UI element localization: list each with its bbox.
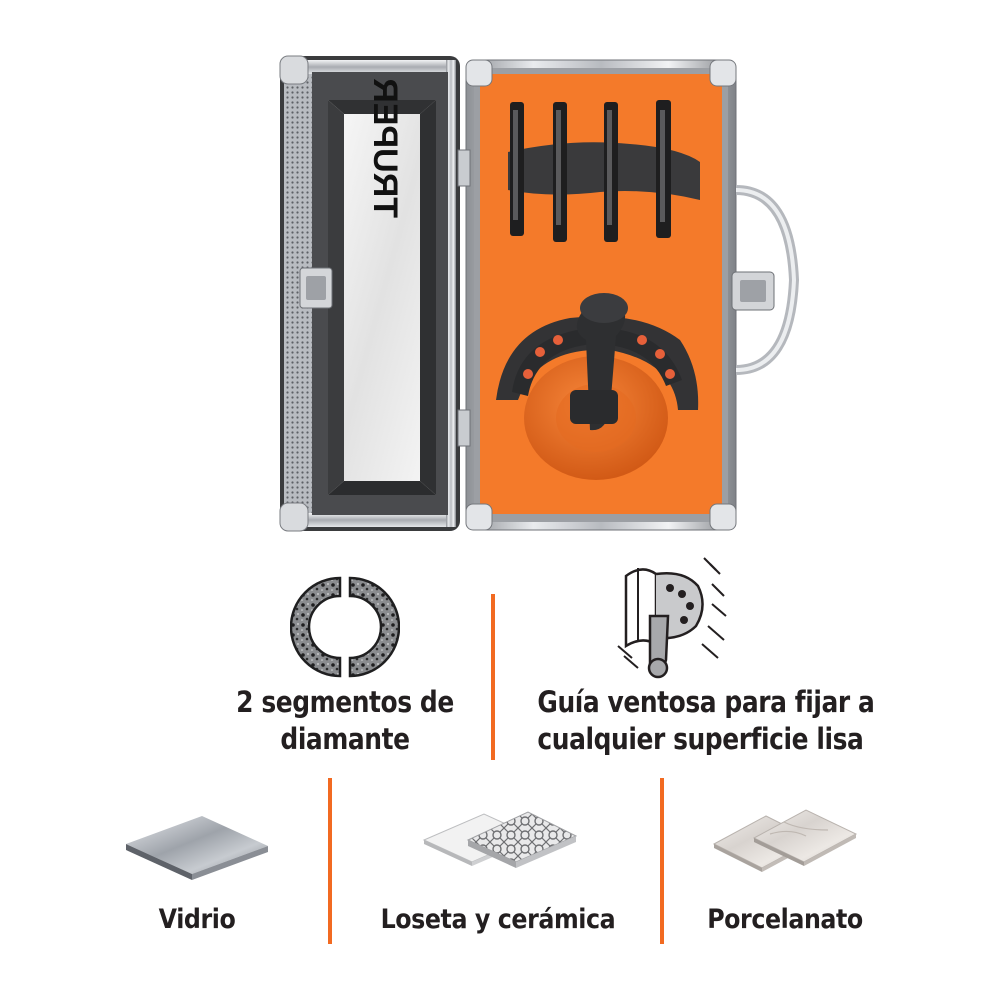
material-ceramic-label: Loseta y cerámica [380, 904, 616, 935]
ceramic-tile-icon [420, 800, 580, 886]
material-divider-2 [660, 778, 664, 944]
suction-guide-icon [612, 556, 730, 684]
feature-divider [491, 594, 495, 760]
material-glass-label: Vidrio [158, 904, 236, 935]
aluminum-case-illustration: TRUPER [279, 55, 800, 532]
material-divider-1 [328, 778, 332, 944]
feature-suction-guide-label: Guía ventosa para fijar a cualquier supe… [537, 685, 875, 756]
porcelain-tile-icon [710, 800, 860, 886]
product-case-image: TRUPER [270, 40, 810, 540]
truper-logo: TRUPER [366, 78, 404, 218]
diamond-segments-icon [289, 572, 401, 682]
material-porcelain-label: Porcelanato [707, 904, 863, 935]
glass-sheet-icon [122, 810, 272, 880]
feature-diamond-segments-label: 2 segmentos de diamante [236, 685, 454, 756]
